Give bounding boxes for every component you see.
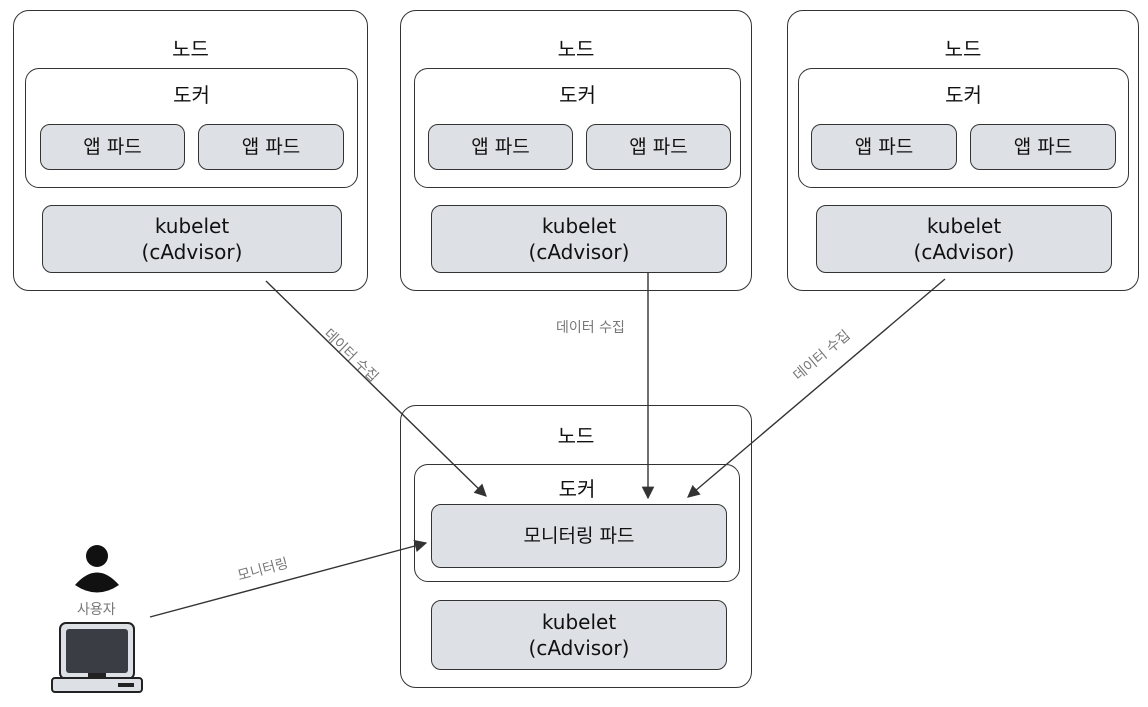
kubelet-label: kubelet [926,214,1002,238]
user-label: 사용자 [77,602,116,618]
kubelet-box: kubelet(cAdvisor) [816,205,1112,273]
app-pod: 앱 파드 [198,124,344,170]
node-title: 노드 [172,37,209,61]
cadvisor-label: (cAdvisor) [913,240,1015,264]
app-pod-label: 앱 파드 [629,136,688,158]
node-title: 노드 [557,424,595,448]
docker-title: 도커 [173,83,210,107]
app-pod-label: 앱 파드 [1013,136,1073,158]
kubelet-label: kubelet [541,610,617,634]
docker-title: 도커 [558,477,596,501]
app-pod: 앱 파드 [970,124,1116,170]
app-pod: 앱 파드 [40,124,185,170]
app-pod: 앱 파드 [586,124,731,170]
kubelet-box: kubelet(cAdvisor) [42,205,342,273]
kubelet-box: kubelet(cAdvisor) [431,600,727,670]
node-top-right: 노드 도커 앱 파드 앱 파드 kubelet(cAdvisor) [787,10,1139,291]
kubelet-label: kubelet [154,214,230,238]
kubelet-label: kubelet [541,214,617,238]
docker-container: 도커 앱 파드 앱 파드 [798,68,1129,188]
app-pod-label: 앱 파드 [854,136,914,158]
app-pod: 앱 파드 [811,124,957,170]
edge-label-data-collect: 데이터 수집 [556,320,625,336]
node-top-left: 노드 도커 앱 파드 앱 파드 kubelet(cAdvisor) [13,10,368,291]
node-title: 노드 [557,37,595,61]
app-pod-label: 앱 파드 [241,136,301,158]
docker-title: 도커 [559,83,596,107]
kubelet-box: kubelet(cAdvisor) [431,205,727,273]
docker-container: 도커 앱 파드 앱 파드 [25,68,358,188]
computer-icon [51,622,143,693]
data-collect-arrow-left [265,280,487,497]
docker-container: 도커 앱 파드 앱 파드 [414,68,741,188]
docker-container: 도커 모니터링 파드 [414,464,740,582]
cadvisor-label: (cAdvisor) [528,636,630,660]
app-pod: 앱 파드 [428,124,573,170]
monitoring-arrow [149,539,428,618]
node-title: 노드 [944,37,982,61]
node-monitoring: 노드 도커 모니터링 파드 kubelet(cAdvisor) [400,405,752,688]
node-top-middle: 노드 도커 앱 파드 앱 파드 kubelet(cAdvisor) [400,10,752,291]
user-icon [75,545,119,593]
cadvisor-label: (cAdvisor) [141,240,243,264]
monitoring-pod: 모니터링 파드 [431,504,727,568]
app-pod-label: 앱 파드 [83,136,142,158]
app-pod-label: 앱 파드 [471,136,530,158]
data-collect-arrow-right [687,278,946,498]
docker-title: 도커 [945,83,982,107]
cadvisor-label: (cAdvisor) [528,240,630,264]
monitoring-pod-label: 모니터링 파드 [523,525,635,547]
